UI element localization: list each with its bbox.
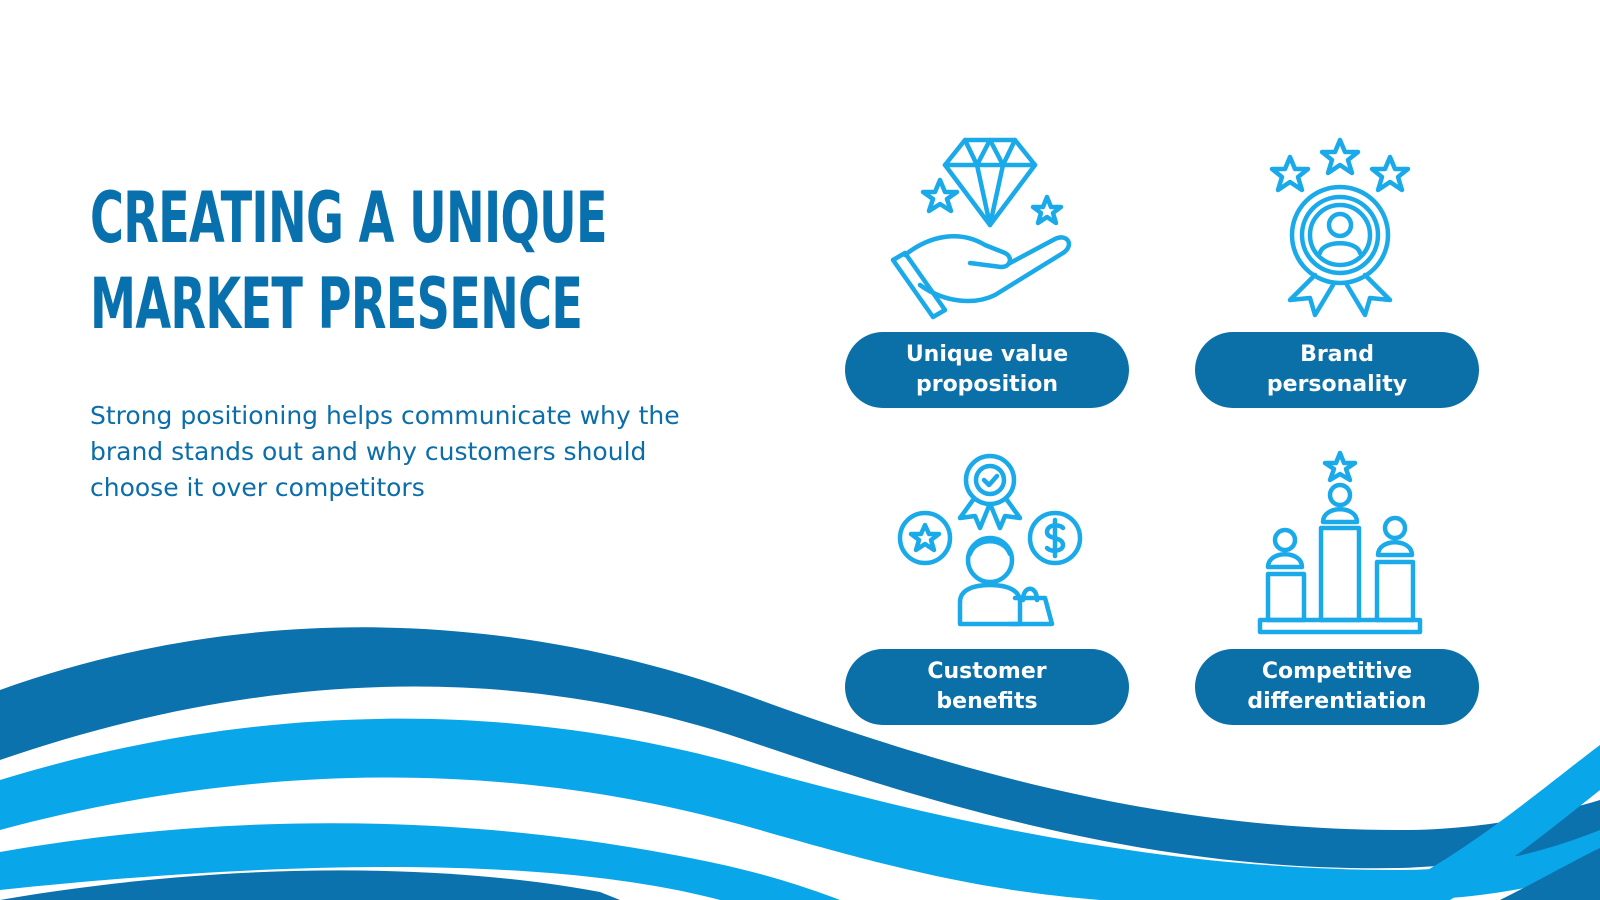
pill-customer-benefits: Customer benefits bbox=[845, 649, 1129, 725]
pill-competitive-differentiation: Competitive differentiation bbox=[1195, 649, 1479, 725]
title-line-2: MARKET PRESENCE bbox=[90, 263, 583, 345]
title-line-1: CREATING A UNIQUE bbox=[90, 177, 608, 259]
pill-label-line1: Competitive bbox=[1261, 659, 1413, 684]
diamond-hand-icon bbox=[890, 137, 1072, 320]
subtitle-text: Strong positioning helps communicate why… bbox=[90, 401, 680, 502]
pill-label-line1: Brand bbox=[1300, 342, 1374, 367]
pill-label-line1: Customer bbox=[927, 659, 1047, 684]
award-badge-icon bbox=[1269, 137, 1411, 318]
pill-label-line2: personality bbox=[1266, 372, 1408, 397]
pill-label-line1: Unique value bbox=[905, 342, 1069, 367]
pill-label-line2: differentiation bbox=[1247, 689, 1427, 714]
podium-icon bbox=[1257, 450, 1423, 635]
pill-brand-personality: Brand personality bbox=[1195, 332, 1479, 408]
page-title: CREATING A UNIQUE MARKET PRESENCE bbox=[90, 175, 608, 347]
customer-benefits-icon bbox=[897, 453, 1083, 627]
pill-label-line2: benefits bbox=[936, 689, 1038, 714]
pill-label-line2: proposition bbox=[915, 372, 1059, 397]
pill-unique-value: Unique value proposition bbox=[845, 332, 1129, 408]
